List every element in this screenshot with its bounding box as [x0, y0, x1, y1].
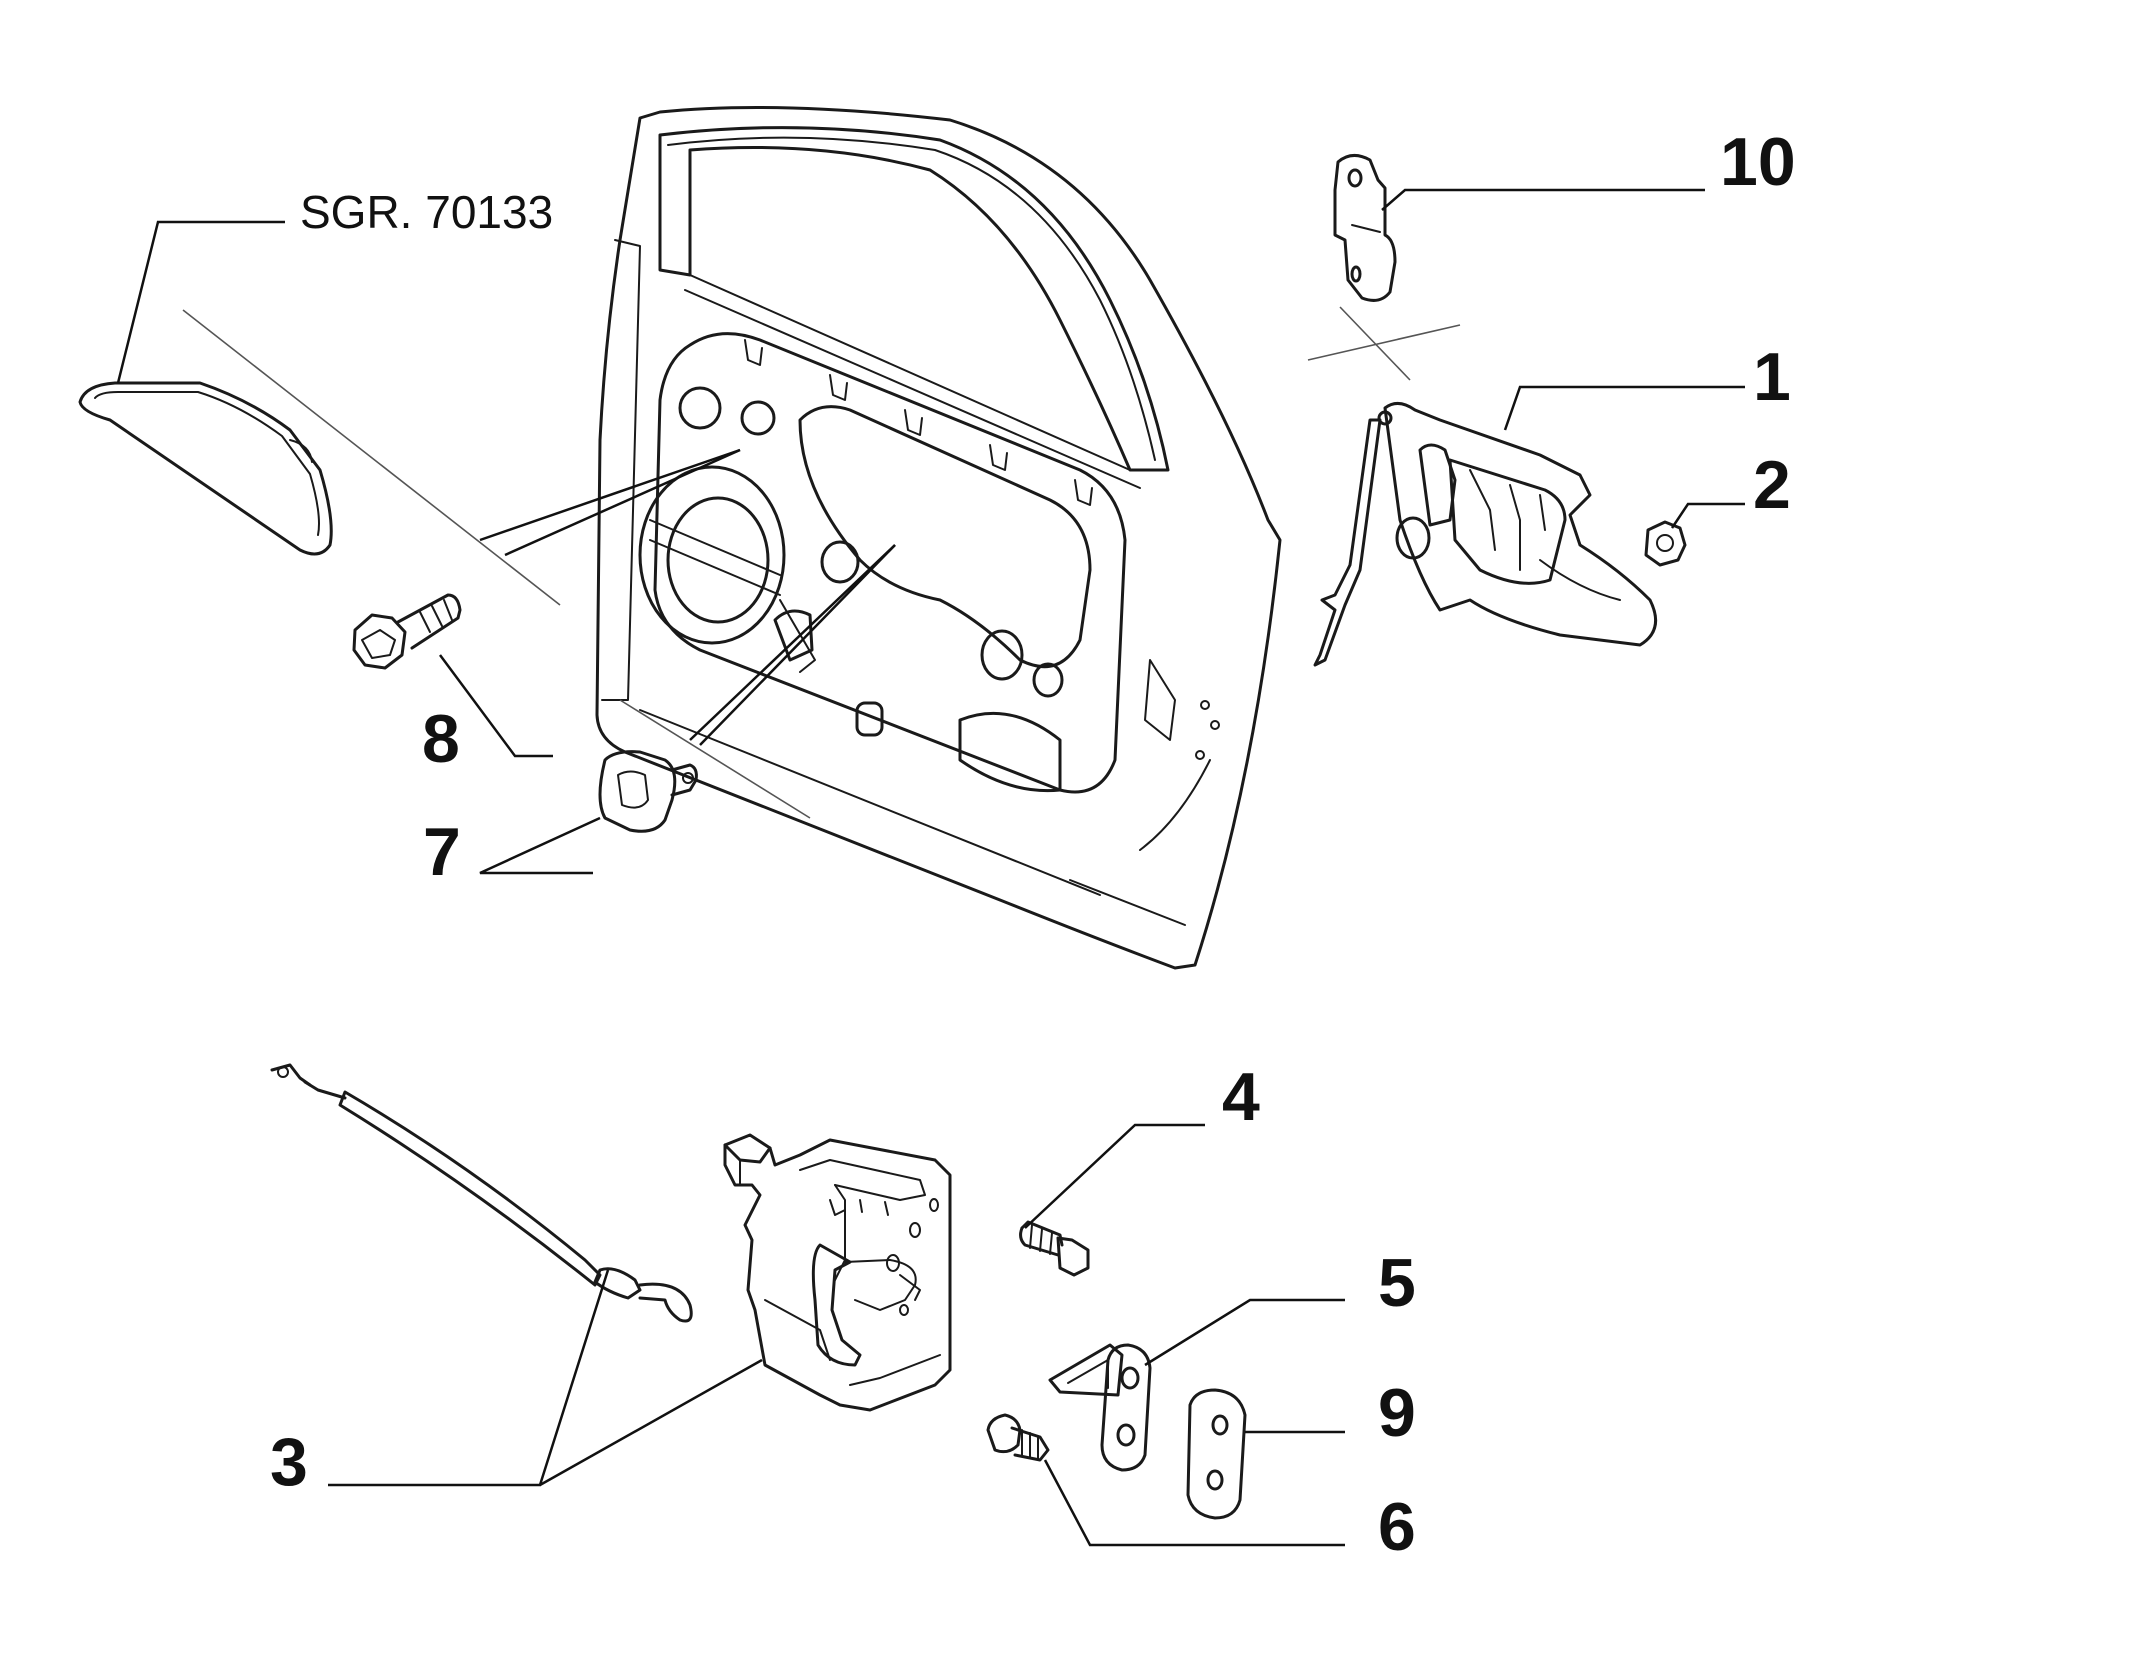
door-handle-part — [1313, 402, 1658, 667]
callout-2: 2 — [1753, 447, 1791, 523]
callout-5: 5 — [1378, 1245, 1416, 1321]
callout-6: 6 — [1378, 1489, 1416, 1565]
callout-7: 7 — [423, 814, 461, 890]
nut-part — [1644, 520, 1687, 567]
bolt-part — [1019, 1220, 1090, 1277]
labels: SGR. 70133 10 1 2 8 7 4 5 9 6 3 — [270, 124, 1796, 1565]
projection-lines — [182, 306, 1461, 819]
sgr-reference-label: SGR. 70133 — [300, 186, 553, 238]
flange-bolt-part — [352, 593, 462, 670]
door-panel — [595, 106, 1282, 970]
bracket-part — [1333, 154, 1397, 302]
callout-1: 1 — [1753, 339, 1791, 415]
shim-plate-part — [1186, 1388, 1247, 1520]
clip-part — [598, 750, 698, 833]
callout-8: 8 — [422, 701, 460, 777]
callout-9: 9 — [1378, 1375, 1416, 1451]
striker-screw-part — [986, 1413, 1050, 1462]
trim-pad — [78, 381, 333, 556]
callout-4: 4 — [1222, 1059, 1260, 1135]
striker-plate-part — [1048, 1343, 1152, 1472]
callout-3: 3 — [270, 1424, 308, 1500]
leader-lines — [116, 188, 1745, 1547]
lock-cable-part — [270, 1063, 952, 1412]
callout-10: 10 — [1720, 124, 1796, 200]
